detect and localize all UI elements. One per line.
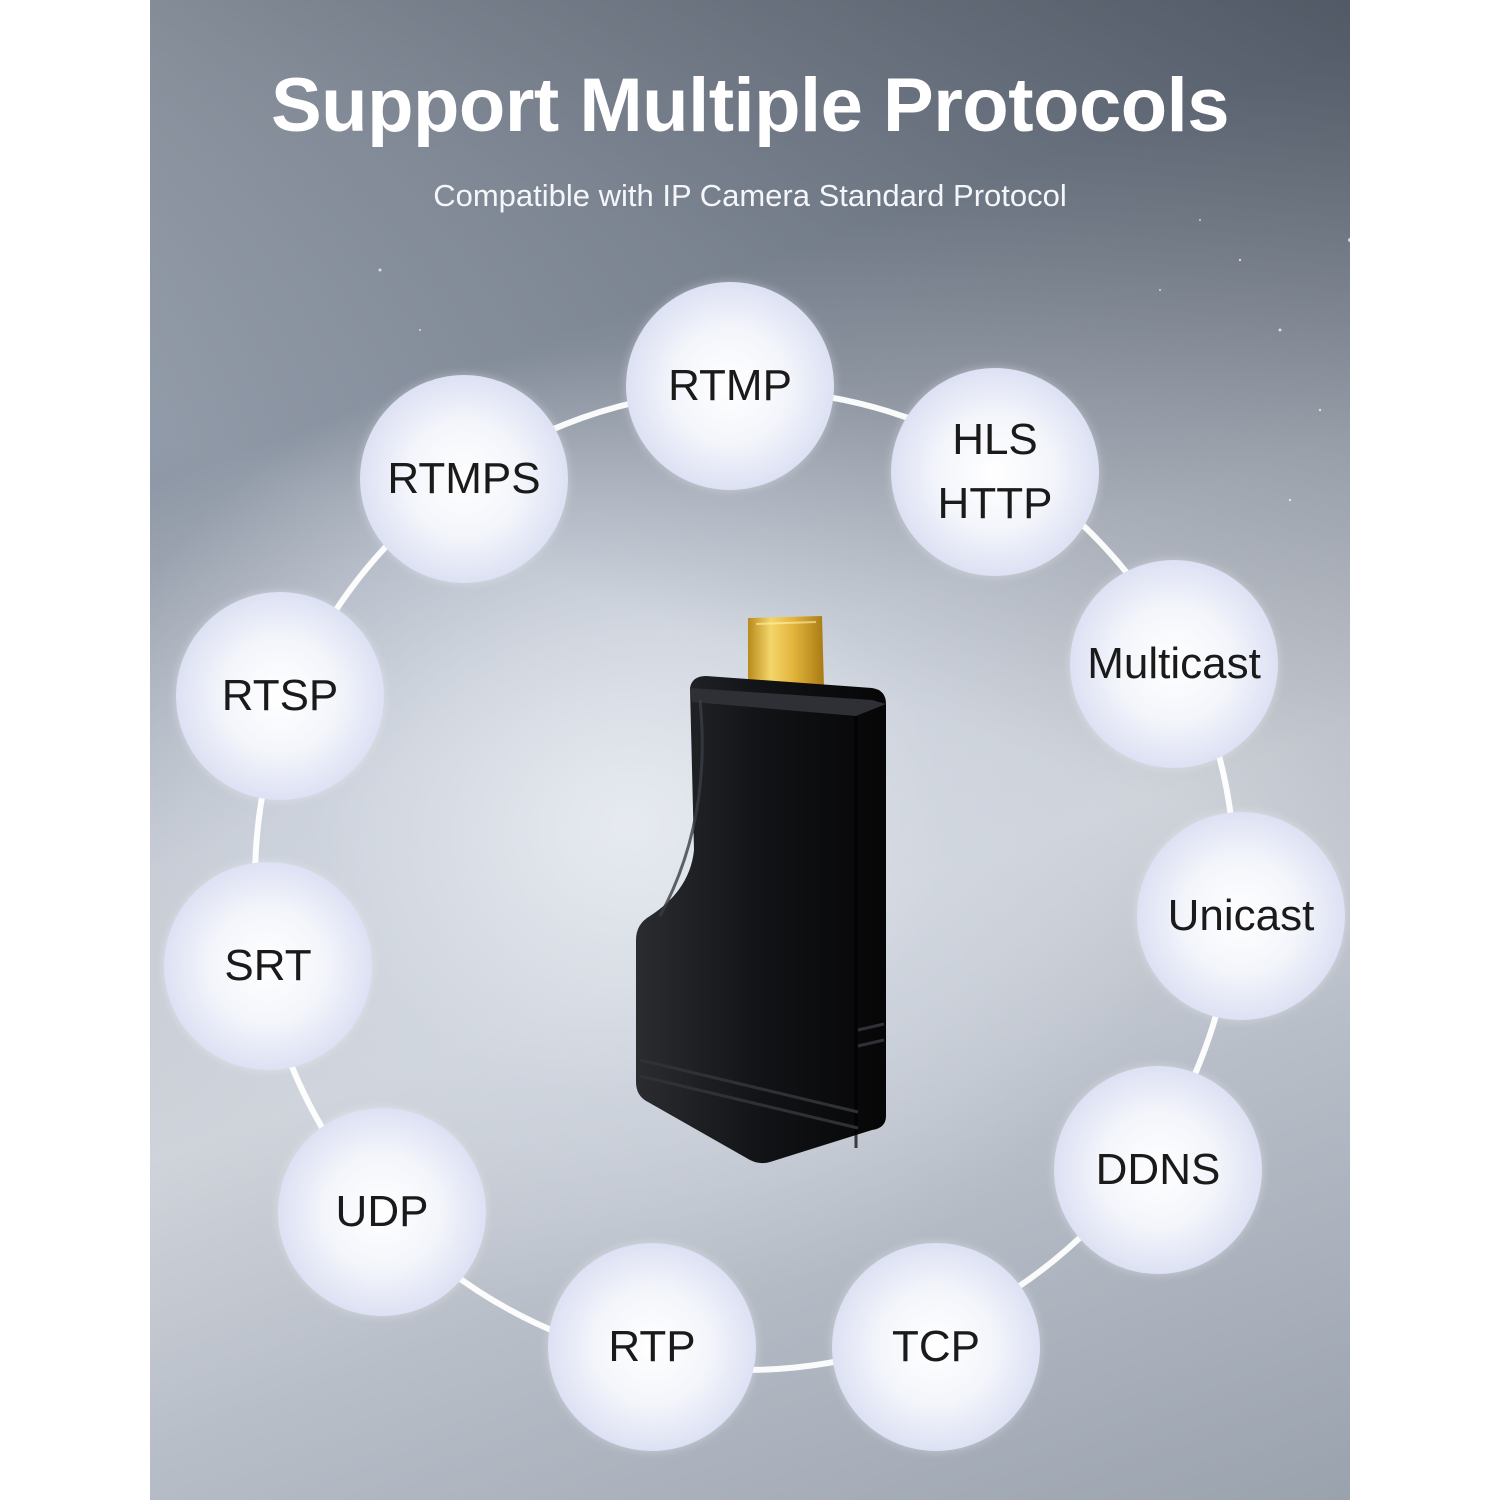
protocol-bubble-udp: UDP	[278, 1108, 486, 1316]
protocol-bubble-tcp: TCP	[832, 1243, 1040, 1451]
protocol-bubble-srt: SRT	[164, 862, 372, 1070]
protocol-bubble-hls-http: HLS HTTP	[891, 368, 1099, 576]
protocol-bubble-multicast: Multicast	[1070, 560, 1278, 768]
page-title: Support Multiple Protocols	[270, 63, 1230, 148]
protocol-bubble-rtmps: RTMPS	[360, 375, 568, 583]
page-subtitle: Compatible with IP Camera Standard Proto…	[433, 178, 1067, 213]
protocol-bubble-unicast: Unicast	[1137, 812, 1345, 1020]
protocol-bubble-rtp: RTP	[548, 1243, 756, 1451]
protocol-bubble-ddns: DDNS	[1054, 1066, 1262, 1274]
protocol-bubble-rtmp: RTMP	[626, 282, 834, 490]
sparkle-particles	[378, 219, 1350, 502]
protocol-bubble-rtsp: RTSP	[176, 592, 384, 800]
